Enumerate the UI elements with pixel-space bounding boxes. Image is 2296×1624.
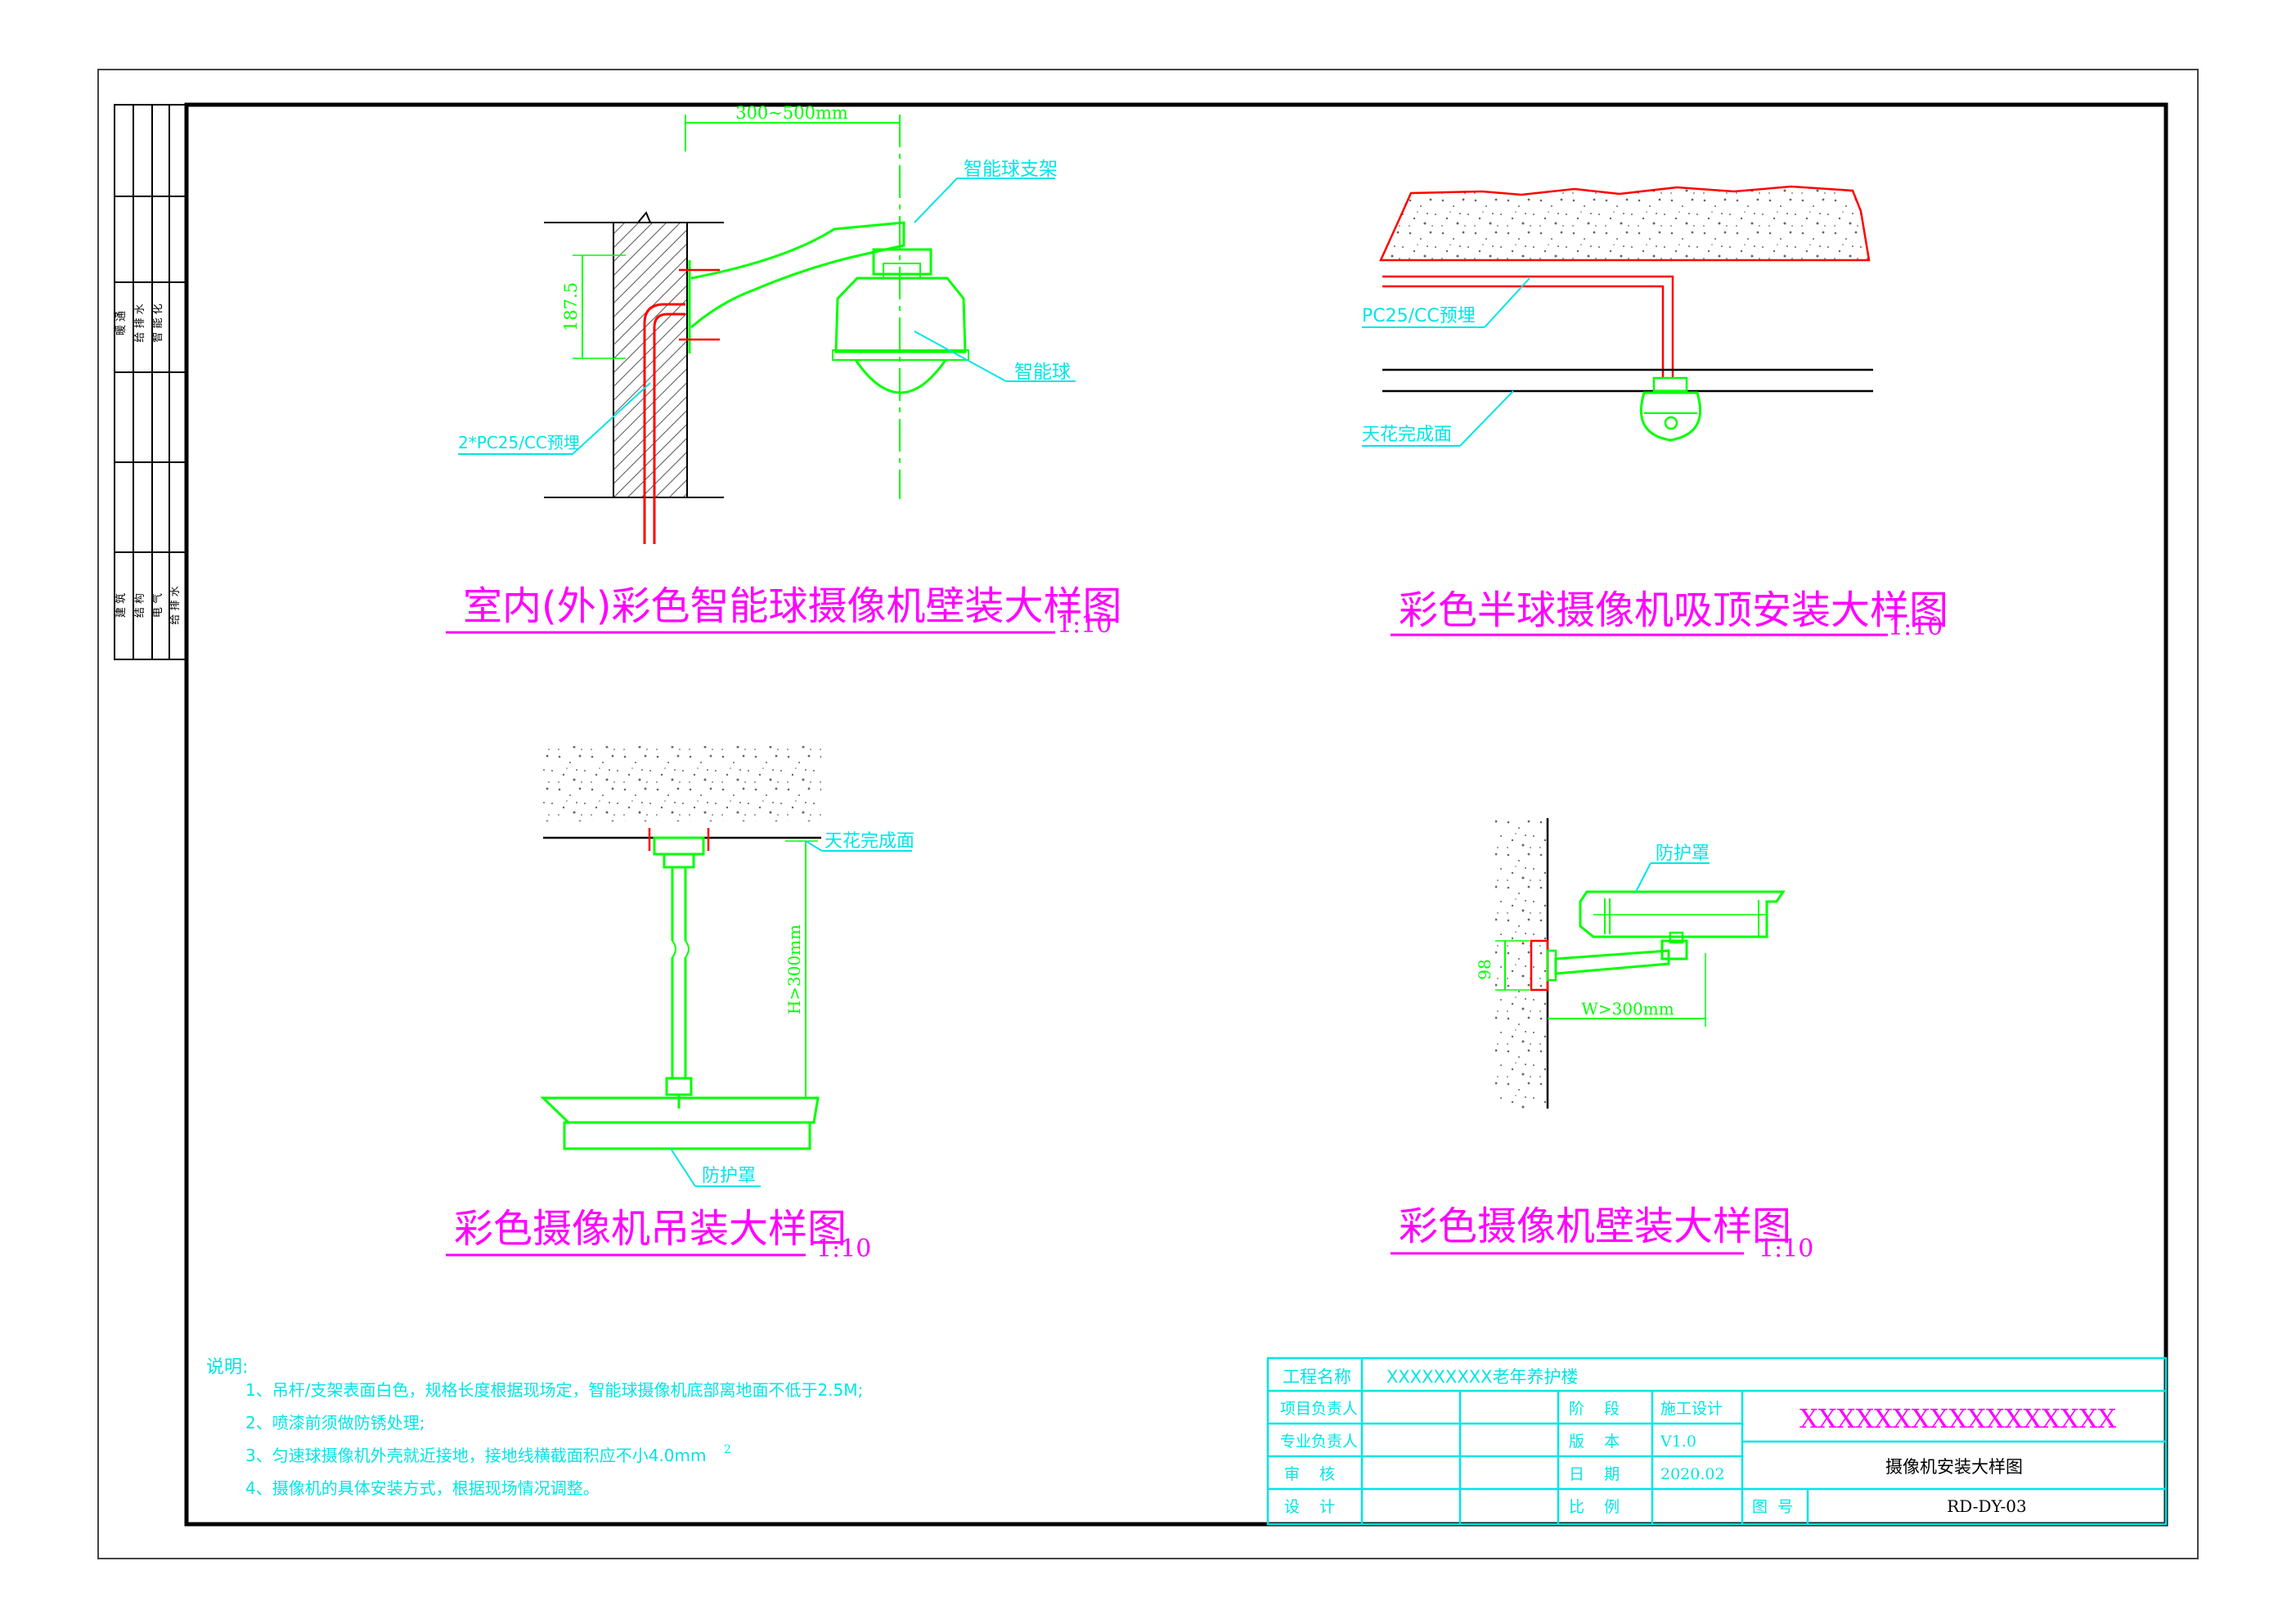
tb-version-label: 版 本: [1569, 1433, 1620, 1451]
detail4-label-housing: 防护罩: [1656, 843, 1710, 864]
side-strip-top-1: 暖 通: [115, 311, 128, 335]
detail1-label-dome: 智能球: [1014, 362, 1071, 383]
detail2-title: 彩色半球摄像机吸顶安装大样图: [1399, 587, 1948, 633]
detail1-dim-side: 187.5: [561, 282, 581, 331]
tb-drawing-no-label: 图 号: [1752, 1498, 1793, 1516]
side-strip-bottom-2: 结 构: [134, 593, 146, 618]
detail1-conduit: [643, 303, 685, 544]
detail1-bracket: [690, 221, 905, 329]
side-strip-bottom-4: 给 排 水: [169, 586, 182, 624]
tb-ratio-label: 比 例: [1569, 1498, 1620, 1516]
detail2-dome: [1639, 391, 1701, 442]
detail-1-wall-dome: 300~500mm 187.5 智能球支架 智能球: [446, 103, 1121, 639]
detail3-scale: 1:10: [816, 1235, 871, 1263]
detail4-housing: [1579, 890, 1786, 938]
tb-version-value: V1.0: [1660, 1433, 1696, 1451]
detail1-title: 室内(外)彩色智能球摄像机壁装大样图: [463, 583, 1121, 629]
detail3-title: 彩色摄像机吊装大样图: [454, 1206, 847, 1252]
notes-item-3-superscript: 2: [724, 1443, 731, 1456]
detail4-dim-width: W>300mm: [1581, 999, 1674, 1019]
detail4-title: 彩色摄像机壁装大样图: [1399, 1203, 1791, 1249]
detail2-scale: 1:10: [1888, 613, 1943, 641]
tb-drawing-title: 摄像机安装大样图: [1885, 1457, 2023, 1477]
detail4-wall: [1495, 818, 1548, 1109]
detail2-slab: [1379, 185, 1871, 262]
side-strip: 暖 通 给 排 水 智 能 化 建 筑 结 构 电 气 给 排 水: [114, 104, 187, 660]
detail1-wall: [613, 222, 688, 498]
tb-stage-value: 施工设计: [1660, 1400, 1723, 1418]
detail3-housing: [540, 1096, 820, 1124]
detail3-label-housing: 防护罩: [702, 1166, 756, 1186]
notes-item-1: 1、吊杆/支架表面白色，规格长度根据现场定，智能球摄像机底部离地面不低于2.5M…: [245, 1380, 863, 1400]
detail2-label-ceiling: 天花完成面: [1362, 425, 1452, 445]
detail1-dim-top: 300~500mm: [735, 103, 848, 123]
notes-item-3: 3、匀速球摄像机外壳就近接地，接地线横截面积应不小4.0mm: [245, 1446, 707, 1465]
tb-project-value: XXXXXXXXX老年养护楼: [1386, 1367, 1578, 1387]
detail2-label-conduit: PC25/CC预埋: [1362, 306, 1476, 326]
title-block-text: 工程名称 XXXXXXXXX老年养护楼 项目负责人 专业负责人 审 核 设 计 …: [1280, 1367, 2117, 1516]
title-block: [1266, 1356, 2168, 1526]
detail3-label-ceiling: 天花完成面: [824, 831, 914, 852]
notes-item-2: 2、喷漆前须做防锈处理;: [245, 1413, 425, 1433]
side-strip-bottom-1: 建 筑: [115, 593, 128, 618]
sheet-inner-border: [184, 102, 2168, 1527]
tb-row-4-label: 设 计: [1284, 1498, 1335, 1516]
side-strip-top-2: 给 排 水: [134, 304, 146, 342]
tb-stage-label: 阶 段: [1569, 1400, 1620, 1418]
tb-row-1-label: 项目负责人: [1280, 1400, 1358, 1418]
detail1-label-conduit: 2*PC25/CC预埋: [458, 433, 580, 452]
notes-heading: 说明:: [206, 1357, 248, 1378]
detail2-conduit: [1382, 275, 1674, 378]
tb-date-label: 日 期: [1569, 1465, 1620, 1483]
notes-item-4: 4、摄像机的具体安装方式，根据现场情况调整。: [245, 1478, 600, 1498]
tb-company: XXXXXXXXXXXXXXXXX: [1800, 1403, 2117, 1434]
tb-row-3-label: 审 核: [1284, 1465, 1335, 1483]
side-strip-top-3: 智 能 化: [152, 304, 164, 342]
detail-4-wall-camera: 98 W>300mm 防护罩 彩色摄像机壁装大样图 1:10: [1391, 818, 1813, 1263]
side-strip-bottom-3: 电 气: [151, 593, 164, 618]
detail-2-ceiling-dome: PC25/CC预埋 天花完成面 彩色半球摄像机吸顶安装大样图 1:10: [1362, 185, 1948, 641]
tb-drawing-no: RD-DY-03: [1947, 1496, 2026, 1516]
detail3-slab: [543, 746, 821, 821]
detail3-dim-height: H>300mm: [784, 924, 804, 1014]
detail4-dim-side: 98: [1475, 959, 1494, 979]
detail4-arm: [1554, 949, 1670, 975]
tb-row-2-label: 专业负责人: [1280, 1433, 1358, 1451]
detail1-scale: 1:10: [1057, 610, 1112, 639]
detail3-rod: [671, 867, 687, 1078]
tb-date-value: 2020.02: [1660, 1465, 1725, 1483]
detail4-scale: 1:10: [1759, 1235, 1813, 1263]
detail1-label-bracket: 智能球支架: [964, 159, 1058, 180]
sheet-outer-border: [97, 69, 2199, 1559]
notes-block: 说明: 1、吊杆/支架表面白色，规格长度根据现场定，智能球摄像机底部离地面不低于…: [206, 1357, 863, 1498]
tb-project-label: 工程名称: [1283, 1367, 1351, 1387]
detail-3-pendant-camera: H>300mm 天花完成面 防护罩 彩色摄像机吊装大样图 1:10: [446, 746, 914, 1263]
detail1-dome-body: [834, 277, 967, 353]
